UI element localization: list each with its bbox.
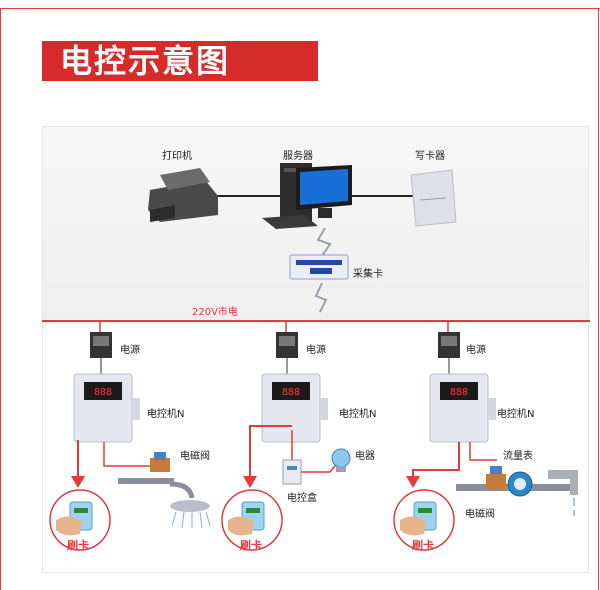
controller-icon-1: 888 — [73, 373, 140, 443]
page-title: 电控示意图 — [42, 41, 318, 81]
unit2-control-box-label: 电控盒 — [287, 493, 317, 504]
unit2-controller-label: 电控机N — [339, 409, 377, 420]
frame-left-line — [0, 8, 1, 590]
unit3-power-label: 电源 — [466, 345, 486, 356]
unit2-appliance-label: 电器 — [355, 451, 375, 462]
controller-icon-3: 888 — [429, 373, 496, 443]
unit3-valve-label: 电磁阀 — [465, 509, 495, 520]
svg-text:888: 888 — [282, 387, 300, 398]
unit1-valve-label: 电磁阀 — [180, 451, 210, 462]
unit3-swipe-label: 刷卡 — [412, 539, 434, 552]
arrow-down-icon-1 — [71, 476, 85, 488]
arrow-down-icon-2 — [243, 476, 257, 488]
mains-label: 220V市电 — [192, 307, 238, 318]
collector-card-icon — [289, 254, 349, 280]
power-supply-icon-1 — [90, 332, 112, 358]
unit1-controller-label: 电控机N — [147, 409, 185, 420]
solenoid-valve-icon-1 — [118, 452, 174, 484]
wireless-link-top — [316, 227, 332, 257]
faucet-icon — [548, 470, 578, 516]
unit3-meter-label: 流量表 — [503, 451, 533, 462]
power-supply-icon-3 — [438, 332, 460, 358]
unit3-controller-label: 电控机N — [497, 409, 535, 420]
svg-text:888: 888 — [94, 387, 112, 398]
card-swipe-icon-1 — [49, 489, 111, 551]
lightbulb-icon — [331, 448, 351, 472]
flow-meter-icon — [507, 471, 533, 497]
wireless-link-bottom — [314, 282, 328, 313]
unit1-power-label: 电源 — [120, 345, 140, 356]
collector-label: 采集卡 — [353, 269, 383, 280]
card-swipe-icon-2 — [221, 489, 283, 551]
unit1-swipe-label: 刷卡 — [67, 539, 89, 552]
controller-icon-2: 888 — [261, 373, 328, 443]
svg-text:888: 888 — [450, 387, 468, 398]
frame-top-line — [0, 8, 600, 9]
arrow-down-icon-3 — [406, 476, 420, 488]
frame-right-line — [598, 8, 599, 590]
card-swipe-icon-3 — [393, 489, 455, 551]
shower-head-icon — [169, 481, 211, 529]
server-label: 服务器 — [283, 151, 313, 162]
card-writer-label: 写卡器 — [415, 151, 445, 162]
unit2-power-label: 电源 — [306, 345, 326, 356]
server-icon — [262, 163, 352, 229]
printer-icon — [148, 168, 218, 222]
unit2-swipe-label: 刷卡 — [240, 539, 262, 552]
control-box-icon — [282, 459, 302, 485]
printer-label: 打印机 — [162, 151, 192, 162]
card-writer-icon — [410, 169, 457, 227]
power-supply-icon-2 — [276, 332, 298, 358]
